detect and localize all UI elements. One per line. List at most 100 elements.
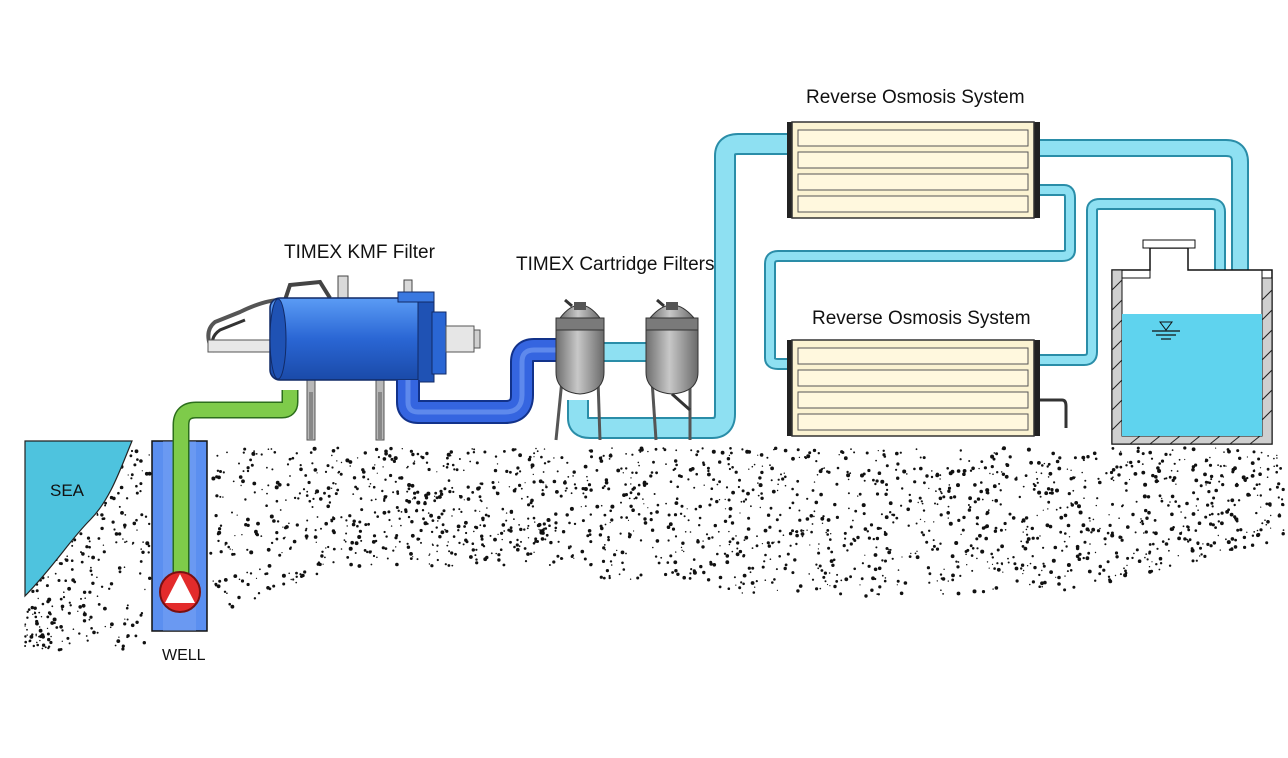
ground-speck — [439, 492, 444, 496]
ground-speck — [376, 556, 378, 559]
ground-speck — [665, 502, 667, 505]
ground-speck — [1020, 540, 1023, 543]
ground-speck — [493, 468, 498, 473]
ground-speck — [532, 516, 536, 520]
ground-speck — [1097, 477, 1100, 480]
ground-speck — [41, 643, 46, 647]
ground-speck — [956, 591, 961, 596]
ground-speck — [1111, 468, 1116, 472]
ground-speck — [1120, 450, 1122, 452]
ground-speck — [117, 566, 122, 570]
ground-speck — [1235, 482, 1238, 485]
ground-speck — [133, 463, 137, 467]
ground-speck — [778, 529, 782, 533]
ground-speck — [915, 448, 918, 451]
ground-speck — [1160, 459, 1165, 463]
ground-speck — [445, 466, 449, 469]
ground-speck — [266, 586, 270, 590]
ground-speck — [706, 578, 711, 582]
ground-speck — [372, 534, 377, 538]
ground-speck — [306, 490, 309, 493]
ground-speck — [751, 488, 755, 492]
ground-speck — [885, 464, 889, 468]
ground-speck — [755, 580, 758, 583]
ground-speck — [1031, 580, 1035, 584]
ground-speck — [90, 627, 93, 630]
ground-speck — [471, 542, 475, 545]
ground-speck — [771, 581, 774, 584]
ground-speck — [1011, 516, 1016, 520]
ground-speck — [794, 531, 797, 533]
ground-speck — [1266, 476, 1269, 479]
ground-speck — [139, 560, 143, 563]
ground-speck — [435, 496, 439, 500]
ground-speck — [345, 458, 350, 463]
ground-speck — [1259, 467, 1262, 469]
ground-speck — [509, 470, 512, 474]
ground-speck — [71, 578, 75, 582]
ground-speck — [777, 483, 779, 486]
ground-speck — [332, 516, 335, 519]
ground-speck — [676, 572, 680, 576]
ground-speck — [775, 518, 779, 522]
ground-speck — [1180, 511, 1182, 513]
ground-speck — [1115, 555, 1119, 559]
ground-speck — [339, 472, 343, 476]
ground-speck — [1004, 529, 1007, 531]
ground-speck — [26, 628, 28, 631]
ground-speck — [1141, 470, 1146, 475]
ground-speck — [710, 487, 714, 491]
ground-speck — [1104, 543, 1107, 546]
ground-speck — [1089, 543, 1091, 545]
ground-speck — [214, 582, 218, 586]
ground-speck — [1180, 531, 1183, 533]
ground-speck — [870, 588, 874, 592]
ground-speck — [242, 451, 245, 454]
ground-speck — [584, 505, 587, 507]
ground-speck — [976, 497, 981, 501]
ground-speck — [716, 483, 719, 486]
ground-speck — [428, 554, 430, 556]
ground-speck — [569, 506, 574, 511]
ground-speck — [867, 564, 871, 568]
ground-speck — [707, 472, 711, 477]
ground-speck — [494, 455, 498, 458]
ground-speck — [111, 520, 115, 524]
ground-speck — [416, 500, 421, 505]
ground-speck — [675, 551, 677, 553]
ground-speck — [516, 472, 519, 475]
ground-speck — [407, 487, 411, 491]
ground-speck — [458, 541, 461, 545]
ground-speck — [674, 501, 679, 505]
ground-speck — [410, 520, 414, 524]
ground-speck — [853, 451, 856, 454]
ground-speck — [673, 467, 677, 470]
ground-speck — [416, 537, 420, 541]
ground-speck — [434, 495, 436, 497]
ground-speck — [589, 513, 592, 516]
ground-speck — [319, 497, 323, 501]
ground-speck — [513, 518, 515, 520]
ground-speck — [1197, 521, 1202, 525]
ground-speck — [835, 482, 839, 486]
ground-speck — [768, 525, 772, 529]
ground-speck — [883, 579, 887, 583]
ground-speck — [136, 529, 138, 531]
ground-speck — [701, 545, 705, 549]
ground-speck — [1195, 505, 1198, 507]
ground-speck — [32, 613, 34, 615]
ground-speck — [692, 569, 696, 573]
ground-speck — [68, 601, 71, 604]
ground-speck — [903, 581, 908, 585]
ground-speck — [874, 577, 877, 581]
ground-speck — [534, 539, 538, 543]
ground-speck — [738, 478, 741, 482]
ground-speck — [1051, 558, 1056, 563]
ground-speckle — [24, 446, 1285, 652]
ground-speck — [690, 568, 693, 571]
ground-speck — [987, 509, 990, 511]
cartridge-connector-pipes — [567, 133, 790, 439]
ground-speck — [711, 536, 714, 539]
ground-speck — [274, 485, 279, 490]
ground-speck — [1045, 523, 1050, 528]
